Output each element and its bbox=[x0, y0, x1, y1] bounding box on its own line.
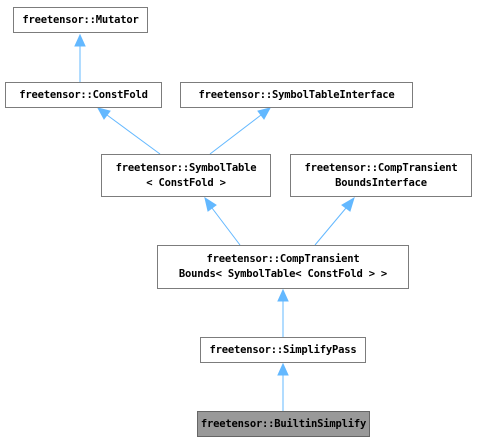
node-symboltableinterface[interactable]: freetensor::SymbolTableInterface bbox=[180, 82, 413, 108]
node-comptransientbounds-label-2: Bounds< SymbolTable< ConstFold > > bbox=[178, 268, 388, 280]
edge-ctb-symtab bbox=[211, 207, 241, 246]
node-symboltable-label-1: freetensor::SymbolTable bbox=[115, 161, 257, 174]
node-constfold[interactable]: freetensor::ConstFold bbox=[5, 82, 162, 108]
arrowhead-ctb bbox=[277, 288, 289, 302]
node-mutator-label: freetensor::Mutator bbox=[22, 13, 139, 26]
node-builtinsimplify: freetensor::BuiltinSimplify bbox=[197, 411, 370, 437]
arrowhead-constfold bbox=[97, 107, 111, 120]
node-simplifypass-label: freetensor::SimplifyPass bbox=[209, 343, 357, 356]
node-simplifypass[interactable]: freetensor::SimplifyPass bbox=[200, 337, 366, 363]
node-builtinsimplify-label: freetensor::BuiltinSimplify bbox=[200, 417, 367, 430]
arrowhead-ctbiface bbox=[341, 196, 355, 212]
node-mutator[interactable]: freetensor::Mutator bbox=[13, 7, 148, 33]
edge-ctb-ctbiface bbox=[314, 207, 347, 246]
node-comptransientboundsinterface-label-2: BoundsInterface bbox=[335, 176, 427, 189]
node-comptransientboundsinterface[interactable]: freetensor::CompTransient BoundsInterfac… bbox=[290, 154, 472, 197]
node-comptransientbounds[interactable]: freetensor::CompTransient Bounds< Symbol… bbox=[157, 245, 409, 289]
node-constfold-label: freetensor::ConstFold bbox=[19, 88, 148, 101]
edge-symtab-symtabiface bbox=[209, 114, 262, 155]
edge-symtab-constfold bbox=[106, 114, 161, 155]
node-symboltable[interactable]: freetensor::SymbolTable < ConstFold > bbox=[101, 154, 271, 197]
node-symboltableinterface-label: freetensor::SymbolTableInterface bbox=[198, 88, 395, 101]
arrowhead-symtab bbox=[204, 196, 217, 212]
node-comptransientbounds-label-1: freetensor::CompTransient bbox=[206, 253, 360, 265]
arrowhead-simplifypass bbox=[277, 362, 289, 376]
node-symboltable-label-2: < ConstFold > bbox=[146, 176, 226, 189]
node-comptransientboundsinterface-label-1: freetensor::CompTransient bbox=[304, 161, 458, 174]
arrowhead-mutator bbox=[74, 33, 86, 47]
arrowhead-symtabiface bbox=[257, 107, 271, 120]
